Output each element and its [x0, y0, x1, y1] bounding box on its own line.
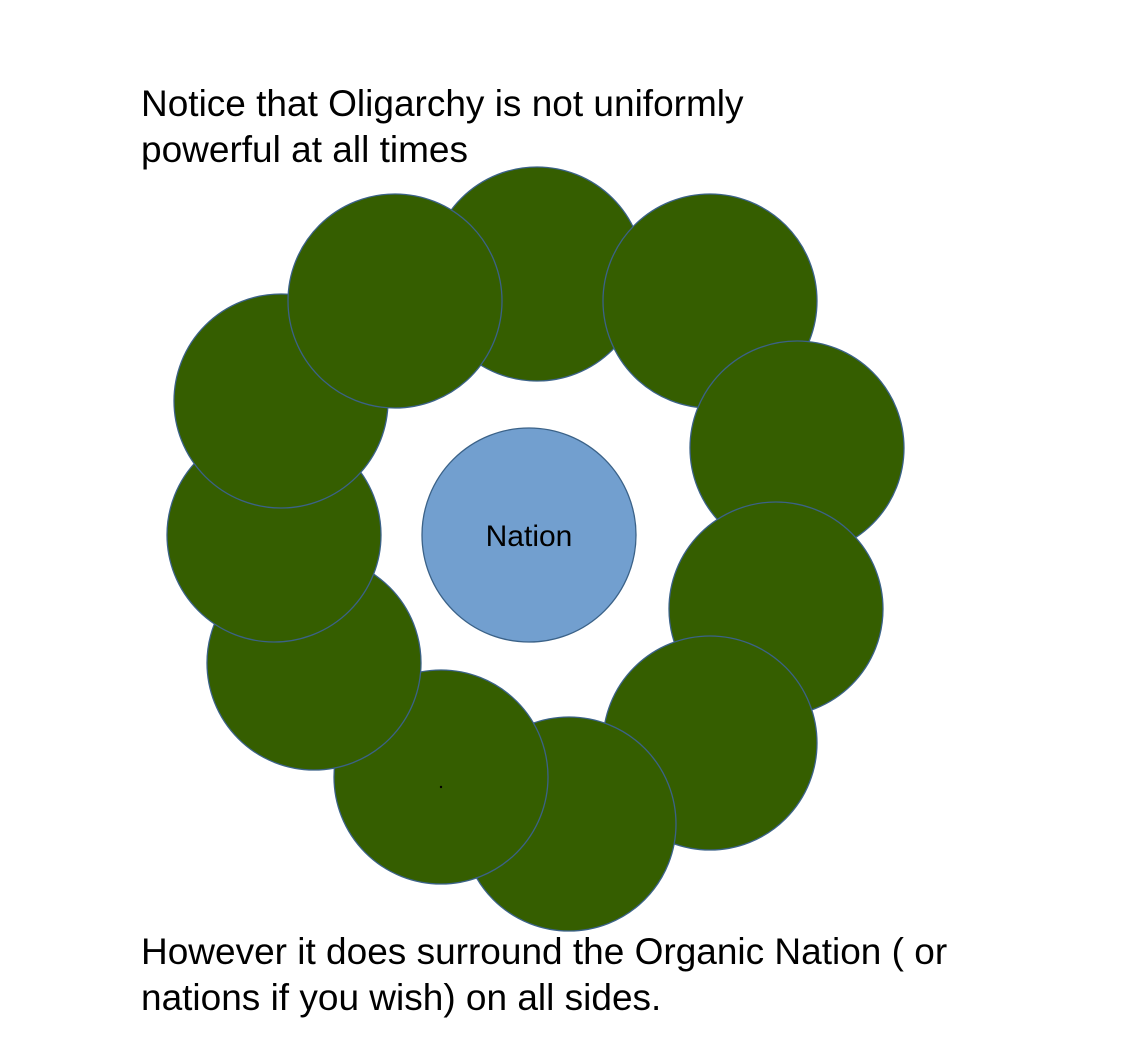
- caption-bottom-line-1: However it does surround the Organic Nat…: [141, 931, 948, 972]
- caption-top: Notice that Oligarchy is not uniformly p…: [141, 81, 744, 173]
- small-dot: [439, 785, 443, 789]
- caption-top-line-2: powerful at all times: [141, 129, 468, 170]
- caption-bottom: However it does surround the Organic Nat…: [141, 929, 947, 1021]
- nation-circle: [421, 427, 637, 643]
- caption-bottom-line-2: nations if you wish) on all sides.: [141, 977, 662, 1018]
- caption-top-line-1: Notice that Oligarchy is not uniformly: [141, 83, 744, 124]
- nation-label: Nation: [486, 520, 573, 553]
- ring-circle: [287, 193, 503, 409]
